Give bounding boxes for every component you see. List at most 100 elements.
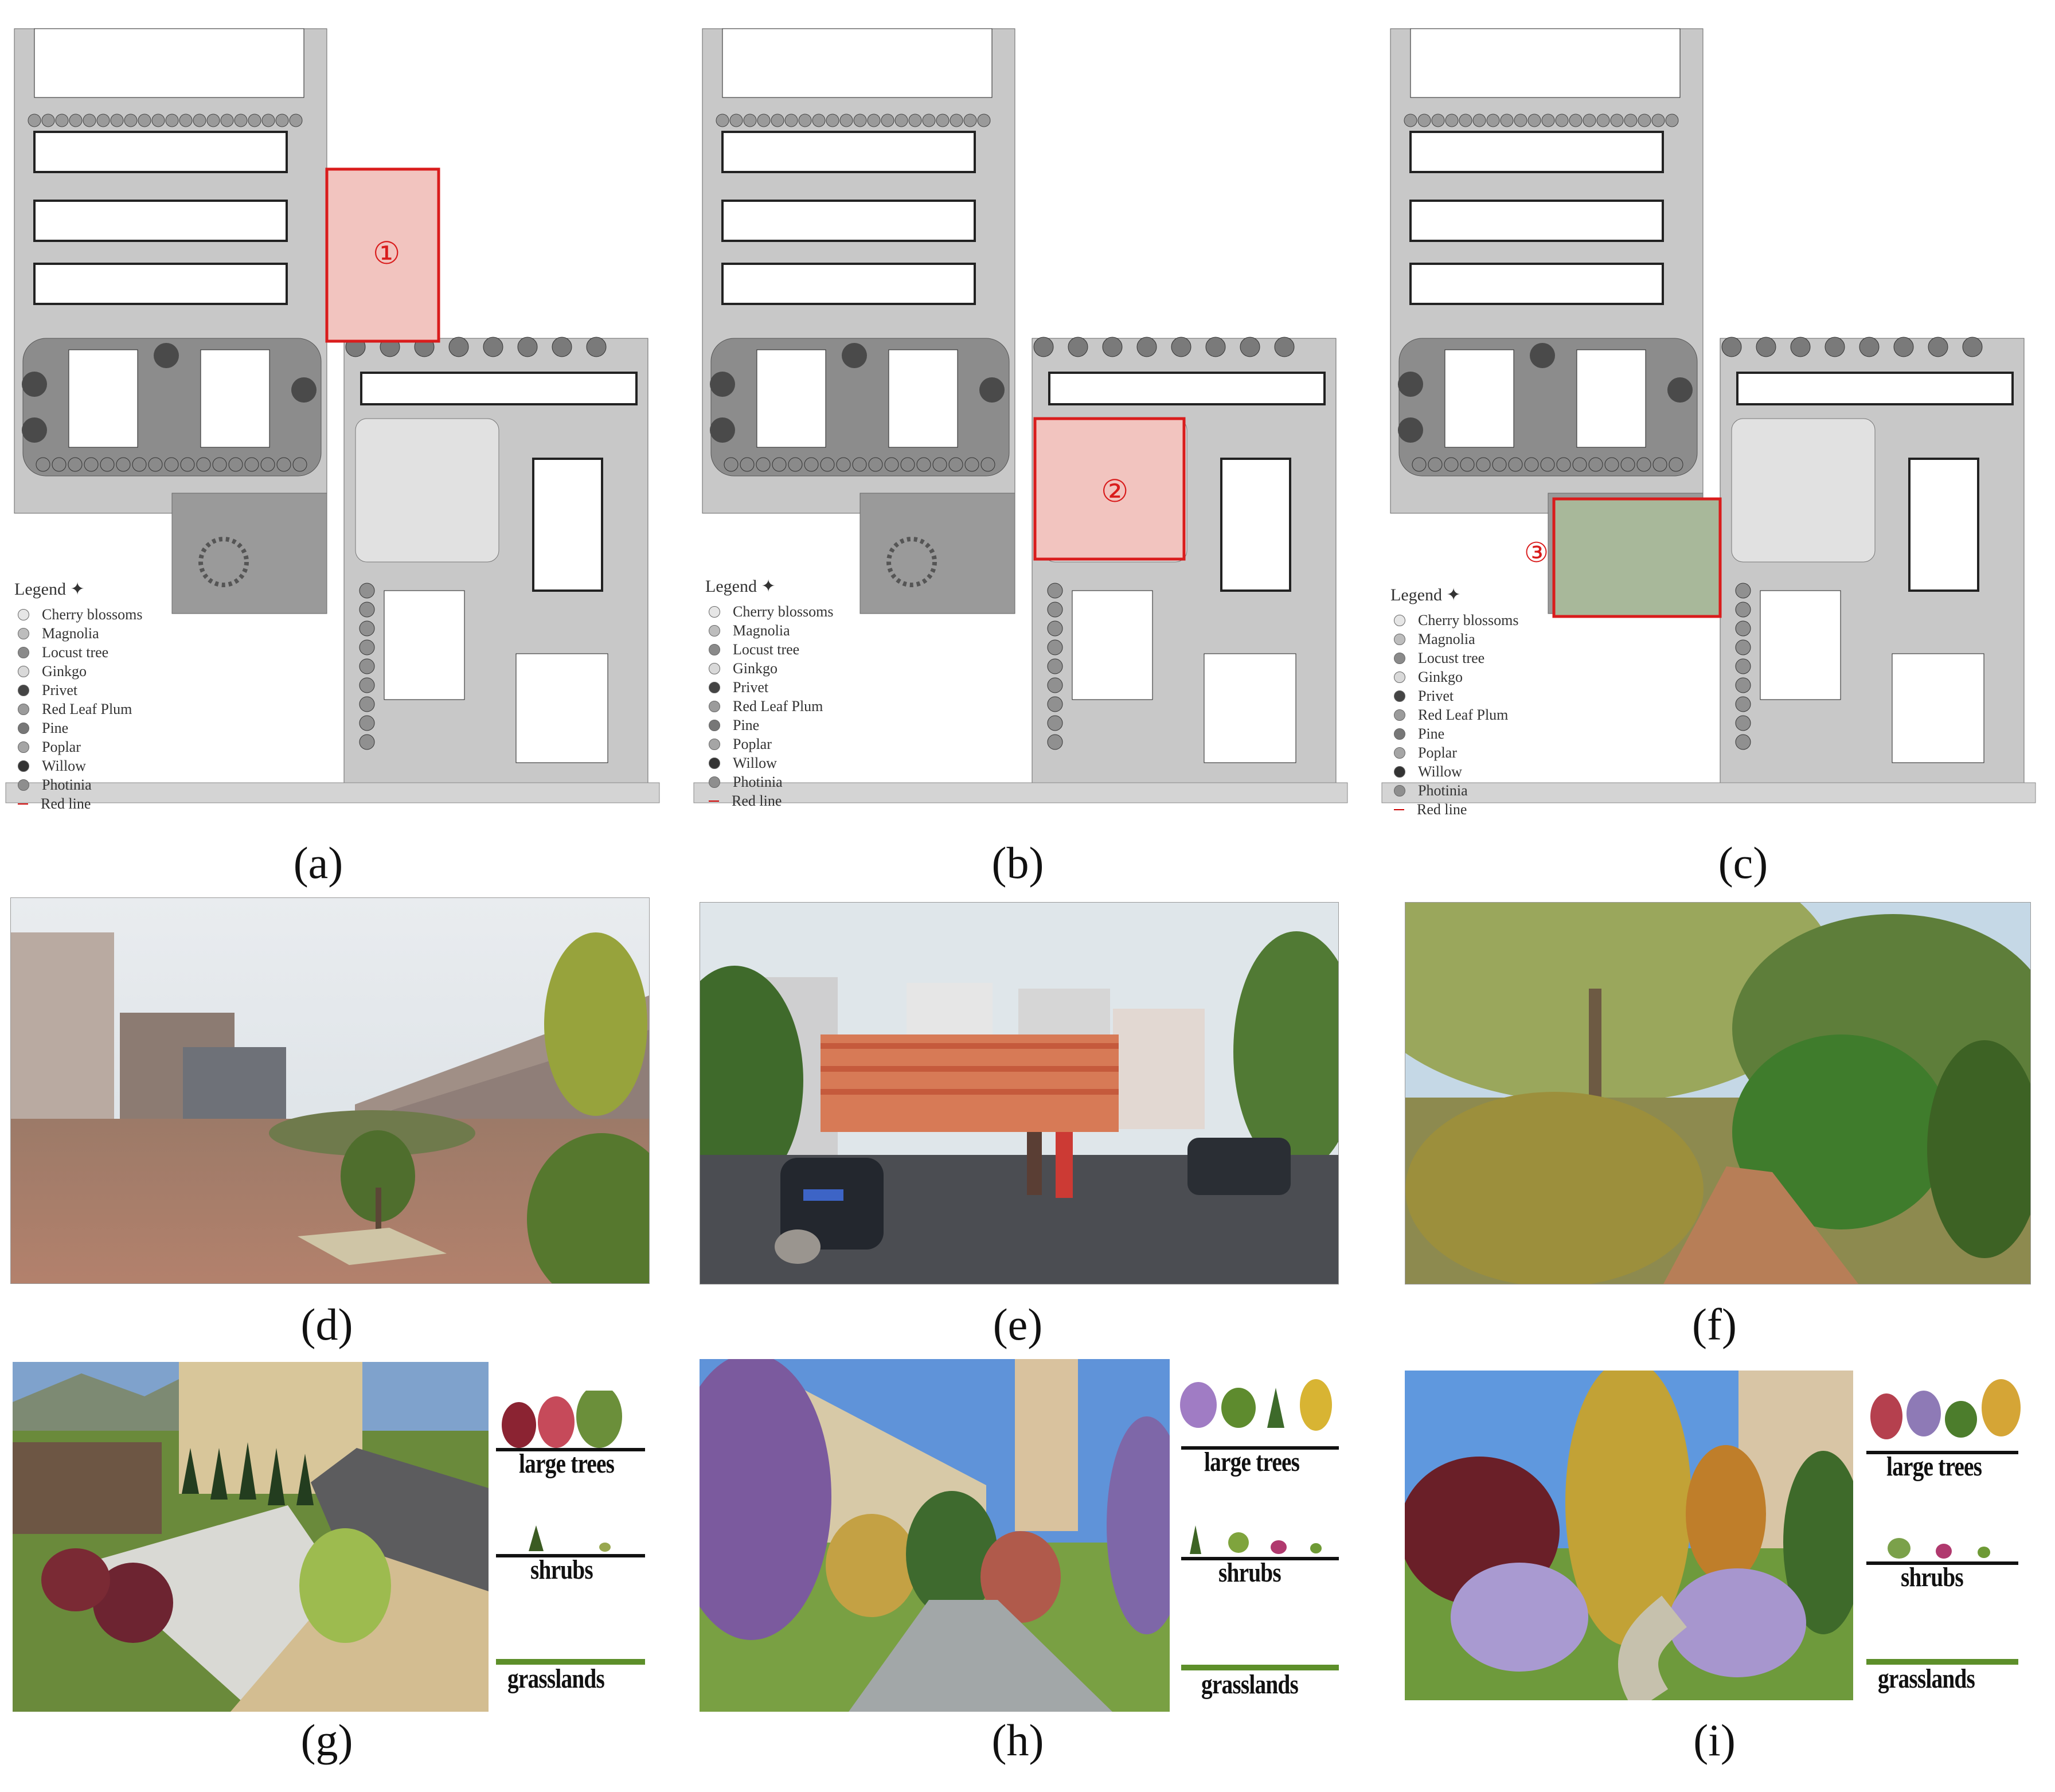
legend-item: Poplar <box>14 737 143 756</box>
tree-column-south <box>1047 658 1063 674</box>
render-h-image <box>700 1359 1170 1712</box>
legend-item: Willow <box>1390 762 1519 781</box>
legend-symbol-icon <box>1394 809 1404 810</box>
tree-row-courtyard <box>1556 457 1571 472</box>
tree-row-top <box>110 114 124 127</box>
tree-row-east <box>1240 337 1260 357</box>
tree-row-top <box>908 114 922 127</box>
legend-title: Legend ✦ <box>1390 585 1461 604</box>
legend-item: Photinia <box>705 772 834 791</box>
tree-row-top <box>193 114 206 127</box>
building-slab-3 <box>33 263 288 305</box>
tree-row-courtyard <box>1492 457 1507 472</box>
tree-row-top <box>922 114 936 127</box>
legend-symbol-icon <box>1394 671 1405 683</box>
plant-key-i: large trees shrubs grasslands <box>1863 1379 2024 1712</box>
tree-row-courtyard <box>1604 457 1619 472</box>
large-trees-bar-g <box>496 1448 645 1451</box>
shrub-icons-g <box>529 1525 611 1552</box>
tree-row-courtyard <box>1476 457 1491 472</box>
tree-row-top <box>826 114 839 127</box>
tree-row-top <box>853 114 867 127</box>
tree-row-courtyard <box>804 457 819 472</box>
legend-item: Red line <box>1390 800 1519 814</box>
legend-item: Pine <box>705 716 834 735</box>
tree-row-courtyard <box>100 457 115 472</box>
shrubs-bar-g <box>496 1554 645 1557</box>
building-cross-2 <box>888 349 958 448</box>
legend-symbol-icon <box>1394 652 1405 664</box>
tree-column-south <box>1047 696 1063 712</box>
tree-row-top <box>757 114 771 127</box>
tree-row-courtyard <box>1652 457 1667 472</box>
legend-symbol-icon <box>18 779 29 791</box>
privet-tree <box>1530 343 1555 368</box>
tree-column-south <box>359 639 375 655</box>
tree-row-east <box>483 337 503 357</box>
tree-column-south <box>359 715 375 731</box>
legend-label: Willow <box>733 754 777 771</box>
tree-row-top <box>1596 114 1610 127</box>
tree-row-top <box>1638 114 1651 127</box>
legend-item: Red line <box>705 791 834 810</box>
legend-item: Willow <box>14 756 143 775</box>
tree-column-south <box>1047 677 1063 693</box>
tree-row-top <box>1527 114 1541 127</box>
legend-symbol-icon <box>709 700 720 712</box>
tree-row-top <box>275 114 289 127</box>
building-slab-1 <box>33 131 288 173</box>
tree-row-top <box>784 114 798 127</box>
tree-row-top <box>179 114 193 127</box>
privet-tree <box>1398 417 1423 443</box>
legend-symbol-icon <box>1394 784 1405 797</box>
render-square-g <box>13 1362 489 1712</box>
legend-label: Pine <box>1418 725 1445 742</box>
grasslands-bar-i <box>1866 1659 2018 1665</box>
tree-column-south <box>1047 715 1063 731</box>
tree-row-courtyard <box>932 457 947 472</box>
tree-row-top <box>1486 114 1500 127</box>
tree-column-south <box>359 602 375 618</box>
tree-row-top <box>206 114 220 127</box>
photo-square-d <box>10 897 650 1284</box>
legend-item: Ginkgo <box>705 659 834 678</box>
large-tree-icons-i <box>1870 1379 2021 1439</box>
caption-g: (g) <box>300 1715 353 1765</box>
legend-item: Poplar <box>705 735 834 754</box>
tree-column-south <box>1735 696 1751 712</box>
tree-row-top <box>1459 114 1472 127</box>
tree-column-south <box>1047 734 1063 750</box>
building-slab-1 <box>721 131 976 173</box>
building-row-top <box>722 28 993 98</box>
tree-column-south <box>1735 734 1751 750</box>
tree-row-courtyard <box>68 457 83 472</box>
tree-column-south <box>1047 602 1063 618</box>
tree-row-top <box>55 114 69 127</box>
photo-square-e <box>700 902 1339 1285</box>
tree-row-top <box>1624 114 1638 127</box>
photo-square-f <box>1405 902 2031 1285</box>
tree-row-courtyard <box>1669 457 1683 472</box>
tree-row-top <box>151 114 165 127</box>
building-row-top <box>1410 28 1681 98</box>
legend-item: Privet <box>14 681 143 700</box>
legend-label: Ginkgo <box>42 662 87 680</box>
legend-label: Red line <box>1417 801 1467 815</box>
legend-title: Legend ✦ <box>705 577 776 596</box>
building-east-1 <box>1220 458 1291 592</box>
tree-row-top <box>894 114 908 127</box>
shrubs-label-h: shrubs <box>1218 1557 1282 1588</box>
legend-item: Red Leaf Plum <box>705 697 834 716</box>
tree-row-east <box>1962 337 1983 357</box>
building-slab-2 <box>721 200 976 242</box>
tree-row-top <box>716 114 729 127</box>
parking-lot <box>1731 418 1876 563</box>
tree-row-east <box>1274 337 1295 357</box>
tree-row-east <box>1756 337 1776 357</box>
tree-row-east <box>586 337 607 357</box>
legend-label: Red line <box>41 795 91 812</box>
photo-d-image <box>11 898 649 1283</box>
tree-column-south <box>359 696 375 712</box>
